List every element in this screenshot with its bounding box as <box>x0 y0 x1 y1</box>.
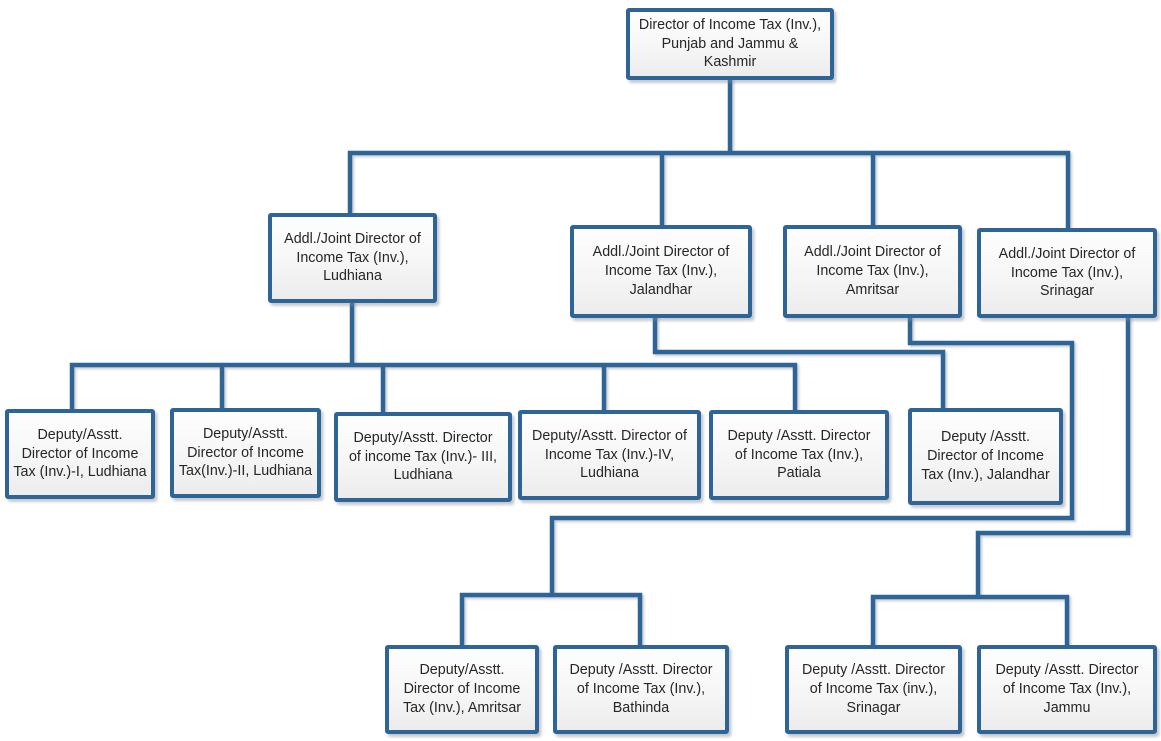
org-node-deputy-director-amritsar-label: Deputy/Asstt. Director of Income Tax (In… <box>402 662 522 716</box>
org-node-addl-director-amritsar: Addl./Joint Director of Income Tax (Inv.… <box>783 225 962 318</box>
org-node-deputy-director-srinagar-label: Deputy /Asstt. Director of Income Tax (i… <box>801 662 945 716</box>
connector-director-to-addl-level <box>347 77 1071 231</box>
connector-jalandhar-to-deputy <box>652 315 946 411</box>
org-node-deputy-director-ludhiana-2-label: Deputy/Asstt. Director of Income Tax(Inv… <box>178 425 313 480</box>
org-node-director-label: Director of Income Tax (Inv.), Punjab an… <box>638 16 822 71</box>
org-node-addl-director-srinagar: Addl./Joint Director of Income Tax (Inv.… <box>977 228 1157 318</box>
org-node-deputy-director-jammu: Deputy /Asstt. Director of Income Tax (I… <box>977 645 1157 734</box>
org-node-director: Director of Income Tax (Inv.), Punjab an… <box>626 8 834 80</box>
connector-ludhiana-to-deputies <box>69 300 798 415</box>
org-node-addl-director-jalandhar: Addl./Joint Director of Income Tax (Inv.… <box>570 225 752 318</box>
org-node-deputy-director-bathinda-label: Deputy /Asstt. Director of Income Tax (I… <box>569 662 713 716</box>
org-node-deputy-director-ludhiana-4-label: Deputy/Asstt. Director of Income Tax (In… <box>532 427 687 482</box>
org-node-addl-director-jalandhar-label: Addl./Joint Director of Income Tax (Inv.… <box>592 244 730 298</box>
org-node-deputy-director-bathinda: Deputy /Asstt. Director of Income Tax (I… <box>553 645 729 734</box>
org-node-addl-director-ludhiana: Addl./Joint Director of Income Tax (Inv.… <box>268 213 437 303</box>
connector-amritsar-to-deputies <box>459 315 1075 648</box>
org-node-addl-director-ludhiana-label: Addl./Joint Director of Income Tax (Inv.… <box>284 230 421 285</box>
connector-srinagar-to-deputies <box>870 315 1131 648</box>
org-node-deputy-director-patiala-label: Deputy /Asstt. Director of Income Tax (I… <box>727 427 871 482</box>
org-node-deputy-director-ludhiana-3-label: Deputy/Asstt. Director of income Tax (In… <box>348 429 498 484</box>
org-node-deputy-director-jammu-label: Deputy /Asstt. Director of Income Tax (I… <box>995 662 1139 716</box>
org-node-deputy-director-ludhiana-3: Deputy/Asstt. Director of income Tax (In… <box>334 412 512 502</box>
org-node-deputy-director-amritsar: Deputy/Asstt. Director of Income Tax (In… <box>385 645 539 734</box>
org-node-deputy-director-ludhiana-2: Deputy/Asstt. Director of Income Tax(Inv… <box>170 408 321 498</box>
org-node-deputy-director-srinagar: Deputy /Asstt. Director of Income Tax (i… <box>785 645 962 734</box>
org-node-deputy-director-patiala: Deputy /Asstt. Director of Income Tax (I… <box>709 410 889 500</box>
org-node-deputy-director-ludhiana-4: Deputy/Asstt. Director of Income Tax (In… <box>518 410 701 500</box>
org-node-deputy-director-jalandhar-label: Deputy /Asstt. Director of Income Tax (I… <box>921 429 1050 483</box>
org-node-deputy-director-jalandhar: Deputy /Asstt. Director of Income Tax (I… <box>908 408 1063 505</box>
org-node-addl-director-amritsar-label: Addl./Joint Director of Income Tax (Inv.… <box>804 244 941 298</box>
org-node-addl-director-srinagar-label: Addl./Joint Director of Income Tax (Inv.… <box>998 245 1136 300</box>
org-node-deputy-director-ludhiana-1: Deputy/Asstt. Director of Income Tax (In… <box>5 409 155 499</box>
org-node-deputy-director-ludhiana-1-label: Deputy/Asstt. Director of Income Tax (In… <box>13 426 147 481</box>
